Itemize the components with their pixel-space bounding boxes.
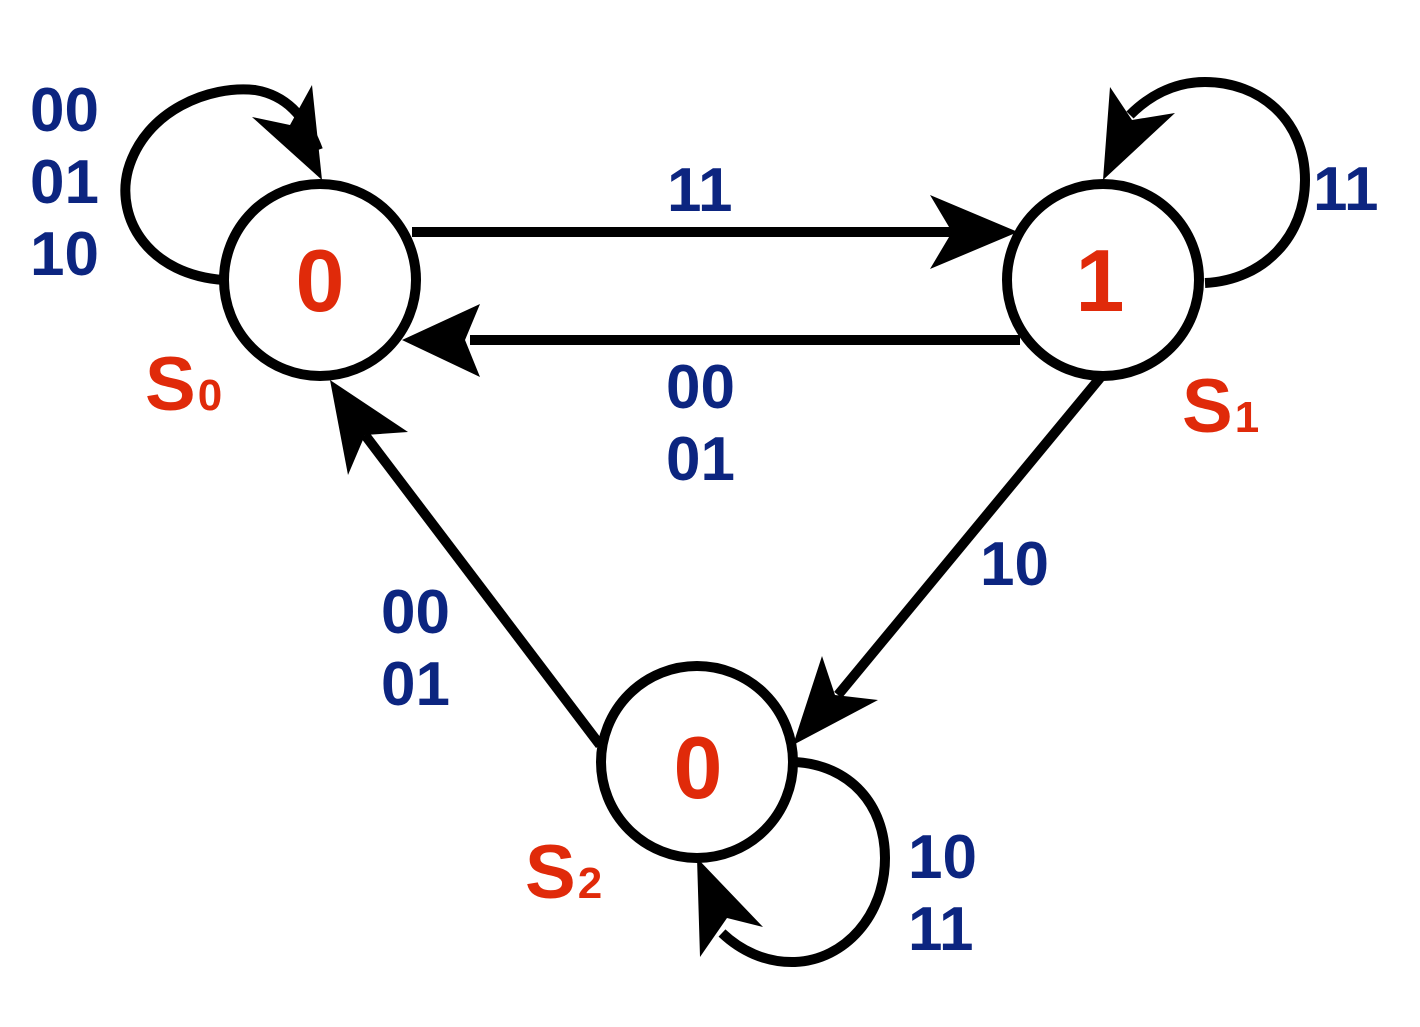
edge-label-s2-s0-line: 01 xyxy=(381,650,450,719)
arrowhead-s0-s1 xyxy=(930,195,1018,269)
edge-label-s1-s0: 00 01 xyxy=(666,353,735,494)
state-s1-subscript: 1 xyxy=(1235,393,1259,442)
edge-label-s1-s0-line: 01 xyxy=(666,425,735,494)
arrowhead-s2-s0 xyxy=(330,380,408,475)
edge-label-s1-s2-line: 10 xyxy=(980,530,1049,599)
state-s2-circle xyxy=(596,661,798,863)
state-s2-label: S2 xyxy=(525,830,602,915)
arrowhead-s1-s0 xyxy=(402,304,480,377)
edge-label-s2-s2-line: 11 xyxy=(908,895,974,964)
edge-s1-s2 xyxy=(834,374,1104,699)
edge-label-s2-s2-line: 10 xyxy=(908,823,977,892)
edge-s2-s2 xyxy=(718,757,891,968)
state-s1-output: 1 xyxy=(1076,231,1125,330)
edge-label-s1-s2: 10 xyxy=(980,530,1049,599)
state-s0-circle xyxy=(219,179,421,381)
edge-s1-s1 xyxy=(1126,76,1311,288)
arrowhead-s1-s1 xyxy=(1103,87,1175,180)
state-s1: 1 S1 xyxy=(1002,179,1259,449)
state-s2-name: S xyxy=(525,830,576,915)
state-s0-subscript: 0 xyxy=(198,371,222,420)
edge-label-s2-s2: 10 11 xyxy=(908,823,977,964)
edge-label-s0-s0: 00 01 10 xyxy=(30,76,99,289)
edge-label-s0-s0-line: 01 xyxy=(30,148,99,217)
arrowhead-s0-s0 xyxy=(252,85,322,180)
state-s0-output: 0 xyxy=(296,231,345,330)
edge-label-s0-s0-line: 00 xyxy=(30,76,99,145)
edge-s0-s0 xyxy=(120,84,323,285)
state-s2: 0 S2 xyxy=(525,661,798,915)
edge-label-s0-s0-line: 10 xyxy=(30,220,99,289)
state-s0-label: S0 xyxy=(145,342,222,427)
edge-label-s2-s0-line: 00 xyxy=(381,578,450,647)
state-s2-subscript: 2 xyxy=(578,859,602,908)
arrowhead-s2-s2 xyxy=(697,858,763,957)
arrowhead-s1-s2 xyxy=(793,656,878,745)
edge-label-s1-s1: 11 xyxy=(1313,155,1379,224)
edge-s2-s0 xyxy=(361,431,604,749)
edge-label-s0-s1-line: 11 xyxy=(667,156,733,225)
edge-label-s0-s1: 11 xyxy=(667,156,733,225)
state-s0-name: S xyxy=(145,342,196,427)
state-s2-output: 0 xyxy=(674,718,723,817)
edge-label-s1-s1-line: 11 xyxy=(1313,155,1379,224)
state-s1-circle xyxy=(1002,179,1204,381)
edge-label-s1-s0-line: 00 xyxy=(666,353,735,422)
state-s1-name: S xyxy=(1182,364,1233,449)
edge-label-s2-s0: 00 01 xyxy=(381,578,450,719)
state-s1-label: S1 xyxy=(1182,364,1259,449)
state-s0: 0 S0 xyxy=(145,179,421,427)
